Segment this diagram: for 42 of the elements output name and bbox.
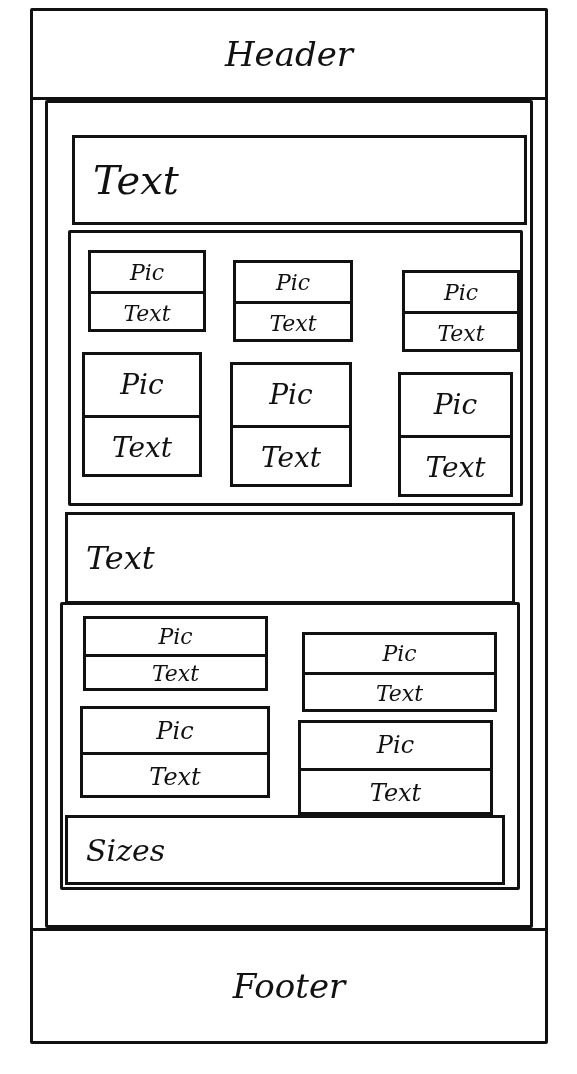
text-label: Pic (158, 623, 193, 649)
card (298, 720, 493, 815)
text-label: Text (425, 450, 486, 484)
text-label: Text (111, 430, 173, 464)
text-label: Pic (156, 716, 194, 745)
text-label: Text (375, 681, 424, 706)
card (82, 352, 202, 477)
text-label: Pic (120, 368, 164, 402)
card (88, 250, 206, 332)
card (80, 706, 270, 798)
text-label: Text (123, 300, 171, 326)
text-label: Text (151, 661, 200, 687)
text-label: Sizes (86, 832, 166, 868)
text-label: Text (369, 778, 422, 807)
text-label: Text (93, 157, 179, 203)
text-label: Pic (275, 269, 311, 295)
text-label: Text (86, 539, 155, 577)
grid-panel (60, 602, 520, 890)
sizes-box (65, 815, 505, 885)
text-label: Footer (232, 966, 346, 1006)
text-box (72, 135, 527, 225)
text-label: Pic (382, 641, 417, 666)
card (398, 372, 513, 497)
text-label: Header (224, 34, 354, 74)
grid-panel (68, 230, 523, 506)
text-label: Pic (443, 279, 479, 305)
card (402, 270, 520, 352)
text-label: Text (437, 320, 485, 346)
phone-frame (30, 8, 548, 1044)
text-label: Text (149, 762, 201, 791)
card (233, 260, 353, 342)
card (230, 362, 352, 487)
text-label: Pic (433, 388, 478, 422)
card (83, 616, 268, 691)
text-label: Pic (376, 731, 415, 760)
text-box (65, 512, 515, 604)
text-label: Pic (129, 259, 165, 285)
card (302, 632, 497, 712)
text-label: Text (260, 440, 322, 474)
content-area (45, 100, 533, 928)
text-label: Text (269, 310, 317, 336)
text-label: Pic (269, 378, 313, 412)
